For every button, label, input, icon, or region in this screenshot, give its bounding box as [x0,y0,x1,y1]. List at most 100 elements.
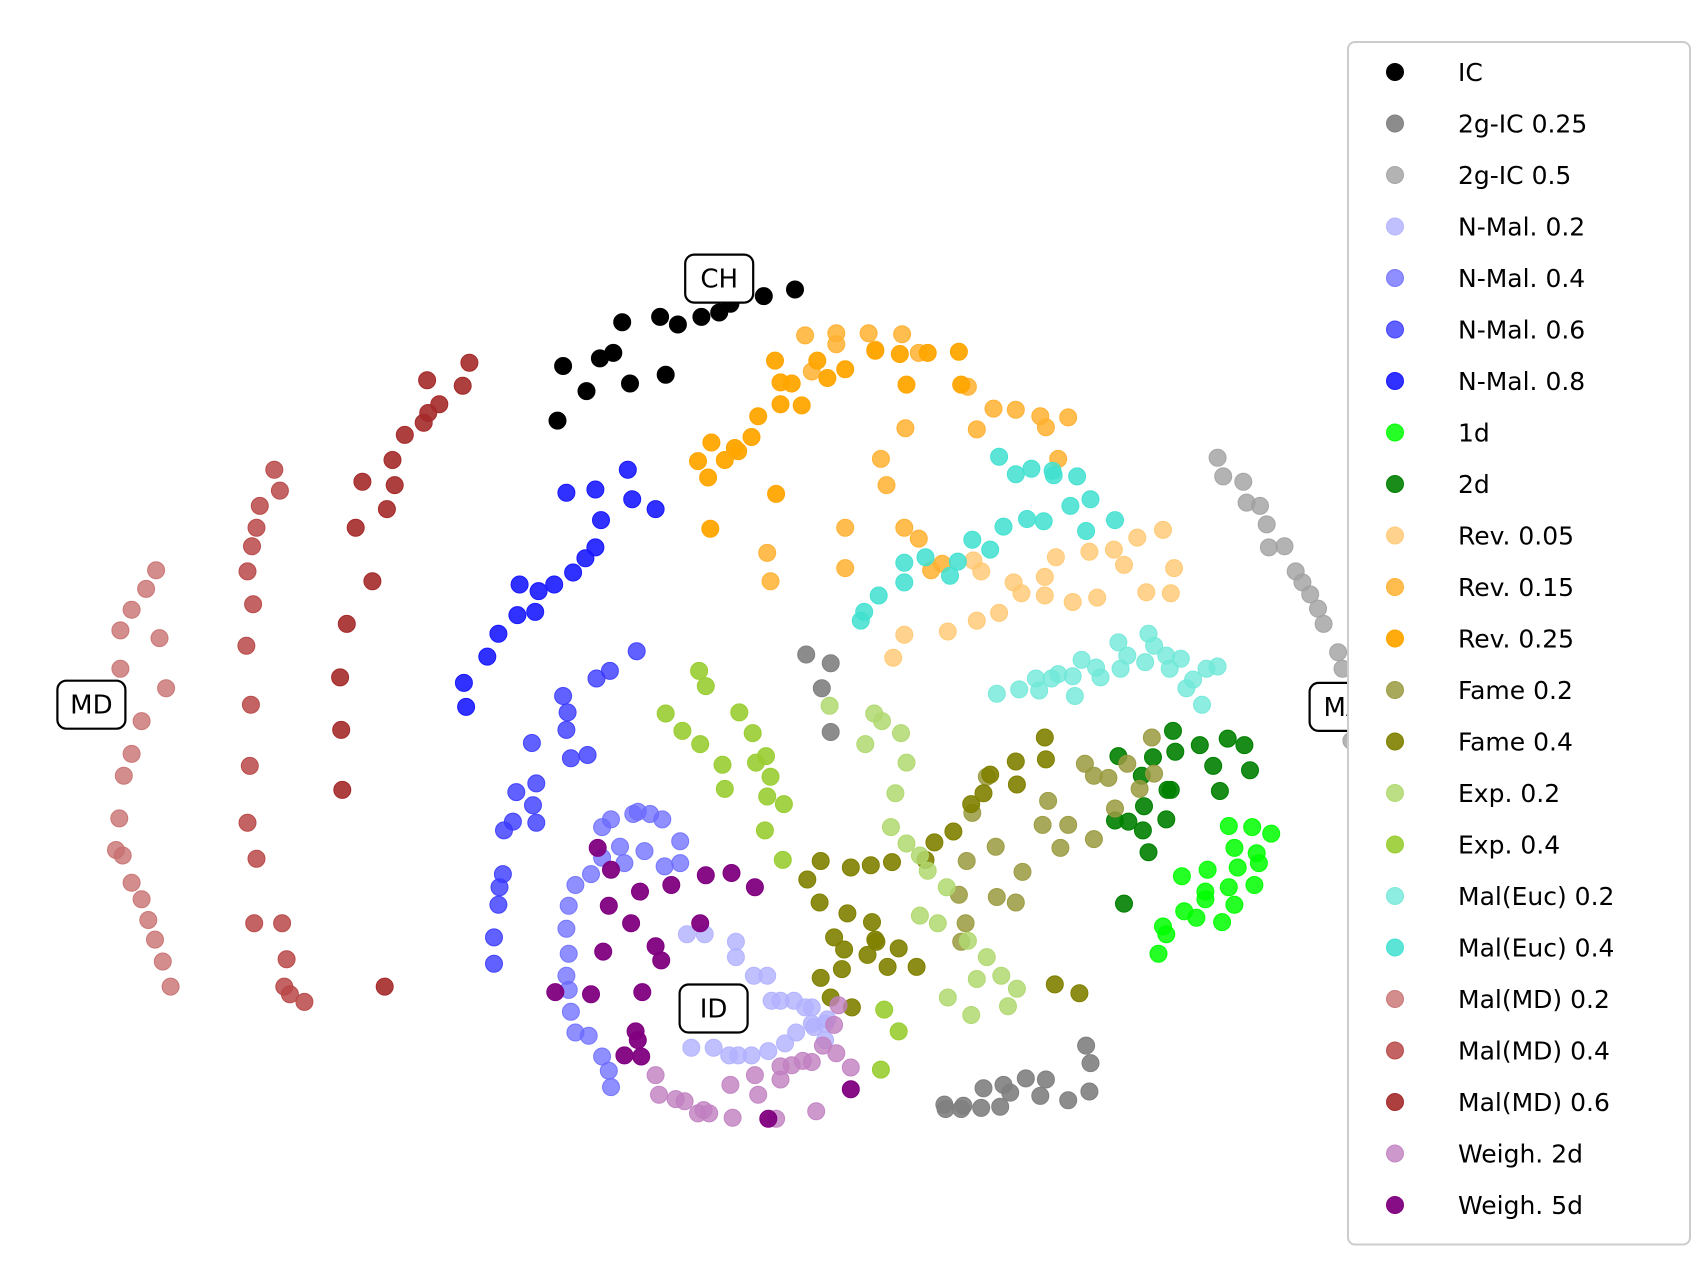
data-point [1080,542,1099,561]
data-point [892,724,910,743]
data-point [146,930,164,949]
data-point [1059,1091,1078,1110]
data-point [1065,687,1084,705]
data-point [337,614,356,633]
data-point [1077,1036,1096,1055]
data-point [749,1085,768,1104]
legend-entry: 1d [1386,419,1490,448]
data-point [1010,680,1029,699]
data-point [962,1006,981,1024]
data-point [1111,659,1130,678]
data-point [1257,515,1276,534]
data-point [918,343,937,362]
data-point [1165,559,1184,578]
data-point [490,878,509,897]
legend-entry: Weigh. 2d [1386,1140,1583,1169]
data-point [1087,658,1106,677]
data-point [886,784,905,803]
data-point [895,518,914,537]
data-point [1166,742,1185,761]
data-point [761,767,780,786]
legend-label: Fame 0.4 [1458,728,1573,757]
data-point [161,977,180,996]
data-point [666,1090,685,1109]
data-point [662,876,681,894]
points-layer [107,280,1361,1128]
annotation-box [684,253,755,304]
data-point [622,914,641,933]
data-point [977,948,996,967]
data-point [1081,1054,1100,1073]
annotation-box [56,679,127,730]
data-point [773,850,792,869]
data-point [1059,815,1078,834]
data-point [529,582,548,601]
series-weigh-5d [546,838,860,1128]
data-point [691,914,710,933]
data-point [495,821,513,840]
data-point [694,1101,713,1120]
data-point [1204,756,1223,775]
data-point [656,365,675,384]
data-point [395,425,414,444]
data-point [967,420,986,439]
series-n-mal-0-4 [557,802,690,1097]
data-point [792,396,811,415]
data-point [122,873,141,892]
data-point [730,703,749,722]
data-point [771,1057,790,1076]
data-point [742,428,761,446]
data-point [1035,728,1054,747]
data-point [878,957,897,976]
legend-label: 1d [1458,419,1490,448]
data-point [897,375,916,394]
data-point [618,460,637,479]
data-point [1006,400,1025,419]
data-point [726,932,745,951]
series-exp-0-2 [820,696,1026,1024]
data-point [805,1018,823,1036]
data-point [771,395,790,414]
data-point [590,349,609,368]
legend-marker [1386,732,1404,751]
data-point [895,625,914,644]
legend-marker [1386,423,1404,442]
series-mal-euc-0-4 [851,447,1124,630]
data-point [280,985,299,1004]
data-point [1075,754,1094,773]
data-point [820,696,839,715]
data-point [861,856,880,875]
legend-label: Rev. 0.25 [1458,625,1574,654]
data-point [889,1022,908,1041]
data-point [798,870,817,889]
legend-marker [1386,629,1404,648]
legend-entry: Mal(Euc) 0.2 [1386,882,1614,911]
data-point [808,351,827,370]
data-point [353,472,372,491]
annotation-md: MD [56,679,127,730]
data-point [909,529,928,548]
data-point [881,818,900,837]
data-point [986,837,1005,856]
data-point [1031,407,1050,426]
data-point [651,307,670,326]
data-point [1007,979,1026,998]
data-point [786,280,804,299]
data-point [956,914,975,933]
legend-marker [1386,990,1404,1008]
data-point [1016,1069,1035,1088]
legend-marker [1386,526,1404,545]
data-point [1063,593,1082,611]
series-n-mal-0-2 [677,925,837,1065]
data-point [1059,408,1078,427]
data-point [1177,679,1196,698]
data-point [613,313,632,332]
data-point [715,451,734,469]
data-point [132,890,151,909]
legend-entry: Weigh. 5d [1386,1191,1583,1220]
data-point [1190,736,1209,755]
data-point [1218,729,1237,748]
legend-label: Weigh. 2d [1458,1140,1583,1169]
data-point [774,795,793,814]
